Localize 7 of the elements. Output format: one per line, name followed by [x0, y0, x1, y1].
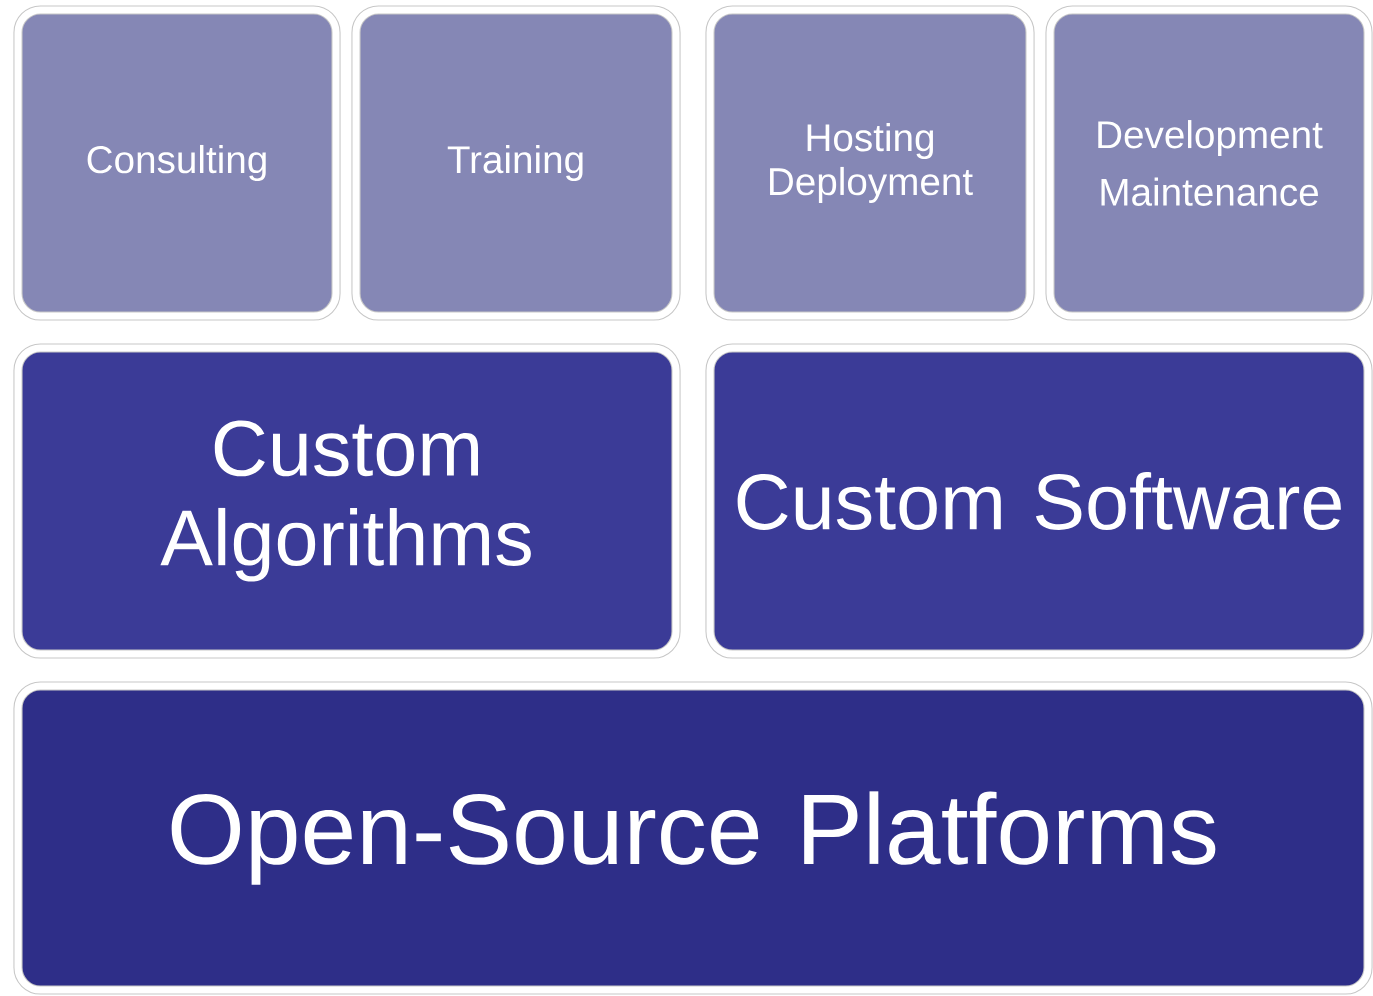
layer-box: Custom Algorithms [13, 343, 681, 659]
platform-box: Open-Source Platforms [13, 681, 1373, 995]
service-box: Hosting Deployment [705, 5, 1035, 321]
service-box: Training [351, 5, 681, 321]
service-box: Development Maintenance [1045, 5, 1373, 321]
service-box: Consulting [13, 5, 341, 321]
layer-box: Custom Software [705, 343, 1373, 659]
